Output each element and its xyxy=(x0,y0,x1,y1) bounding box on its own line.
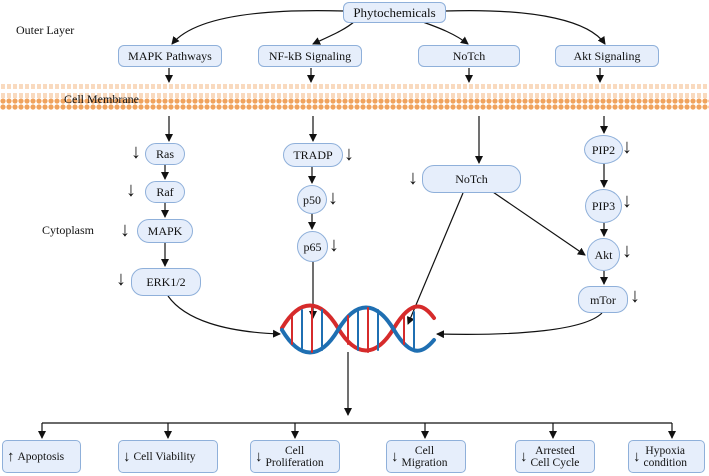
outcome-arrested-cell-cycle: ↓ Arrested Cell Cycle xyxy=(515,440,595,473)
tradp-node: TRADP xyxy=(283,143,343,167)
p50-node: p50 xyxy=(297,185,327,214)
outcome-label: Cell Viability xyxy=(133,450,196,463)
pip2-node: PIP2 xyxy=(584,135,623,164)
nfkb-signaling-box: NF-kB Signaling xyxy=(258,45,362,67)
outcome-label: Apoptosis xyxy=(17,450,65,463)
erk12-down-arrow: ↓ xyxy=(116,268,126,290)
down-arrow-icon: ↓ xyxy=(123,448,131,465)
pip3-node: PIP3 xyxy=(585,189,622,223)
raf-node: Raf xyxy=(145,181,185,203)
mapk-pathways-box: MAPK Pathways xyxy=(118,45,222,67)
outcome-label-line1: Arrested xyxy=(535,444,575,457)
erk12-node: ERK1/2 xyxy=(131,268,201,296)
outcome-label-line2: Migration xyxy=(401,456,448,469)
ras-node: Ras xyxy=(145,143,185,165)
notch-down-arrow: ↓ xyxy=(408,167,418,189)
outcome-label-line1: Cell xyxy=(414,444,435,457)
outcome-label: Hypoxia condition xyxy=(644,445,687,469)
pip2-down-arrow: ↓ xyxy=(622,136,632,158)
mtor-down-arrow: ↓ xyxy=(630,285,640,307)
outcome-label-line2: Proliferation xyxy=(265,456,324,469)
ras-down-arrow: ↓ xyxy=(131,141,141,163)
tradp-down-arrow: ↓ xyxy=(344,143,354,165)
akt-node: Akt xyxy=(587,238,620,271)
outcome-hypoxia-condition: ↓ Hypoxia condition xyxy=(628,440,705,473)
dna-helix xyxy=(280,303,436,355)
outcome-bus xyxy=(38,422,676,439)
p50-down-arrow: ↓ xyxy=(328,187,338,209)
down-arrow-icon: ↓ xyxy=(520,448,528,465)
raf-down-arrow: ↓ xyxy=(126,179,136,201)
outcome-label: Cell Migration xyxy=(402,445,448,469)
notch-pathway-box: NoTch xyxy=(418,45,520,67)
down-arrow-icon: ↓ xyxy=(391,448,399,465)
outcome-cell-viability: ↓ Cell Viability xyxy=(118,440,218,473)
up-arrow-icon: ↑ xyxy=(7,448,15,465)
outcome-cell-migration: ↓ Cell Migration xyxy=(386,440,466,473)
akt-signaling-box: Akt Signaling xyxy=(555,45,659,67)
phytochemicals-node: Phytochemicals xyxy=(343,2,446,23)
outcome-label-line1: Hypoxia xyxy=(645,444,686,457)
connector-arrows xyxy=(161,10,608,416)
down-arrow-icon: ↓ xyxy=(255,448,263,465)
outcome-apoptosis: ↑ Apoptosis xyxy=(2,440,81,473)
outcome-label-line1: Cell xyxy=(284,444,305,457)
p65-down-arrow: ↓ xyxy=(329,234,339,256)
outcome-label: Cell Proliferation xyxy=(266,445,324,469)
down-arrow-icon: ↓ xyxy=(633,448,641,465)
cytoplasm-label: Cytoplasm xyxy=(42,223,95,237)
pip3-down-arrow: ↓ xyxy=(622,190,632,212)
mapk-node: MAPK xyxy=(137,219,193,243)
cell-membrane xyxy=(0,84,709,110)
outer-layer-label: Outer Layer xyxy=(16,23,75,37)
outcome-cell-proliferation: ↓ Cell Proliferation xyxy=(250,440,340,473)
outcome-label: Arrested Cell Cycle xyxy=(531,445,580,469)
akt-down-arrow: ↓ xyxy=(622,240,632,262)
mtor-node: mTor xyxy=(578,286,628,313)
mapk-down-arrow: ↓ xyxy=(120,219,130,241)
p65-node: p65 xyxy=(297,231,328,262)
outcome-label-line2: condition xyxy=(643,456,687,469)
outcome-label-line2: Cell Cycle xyxy=(530,456,580,469)
notch-node: NoTch xyxy=(422,165,521,193)
cell-membrane-label: Cell Membrane xyxy=(64,92,139,106)
